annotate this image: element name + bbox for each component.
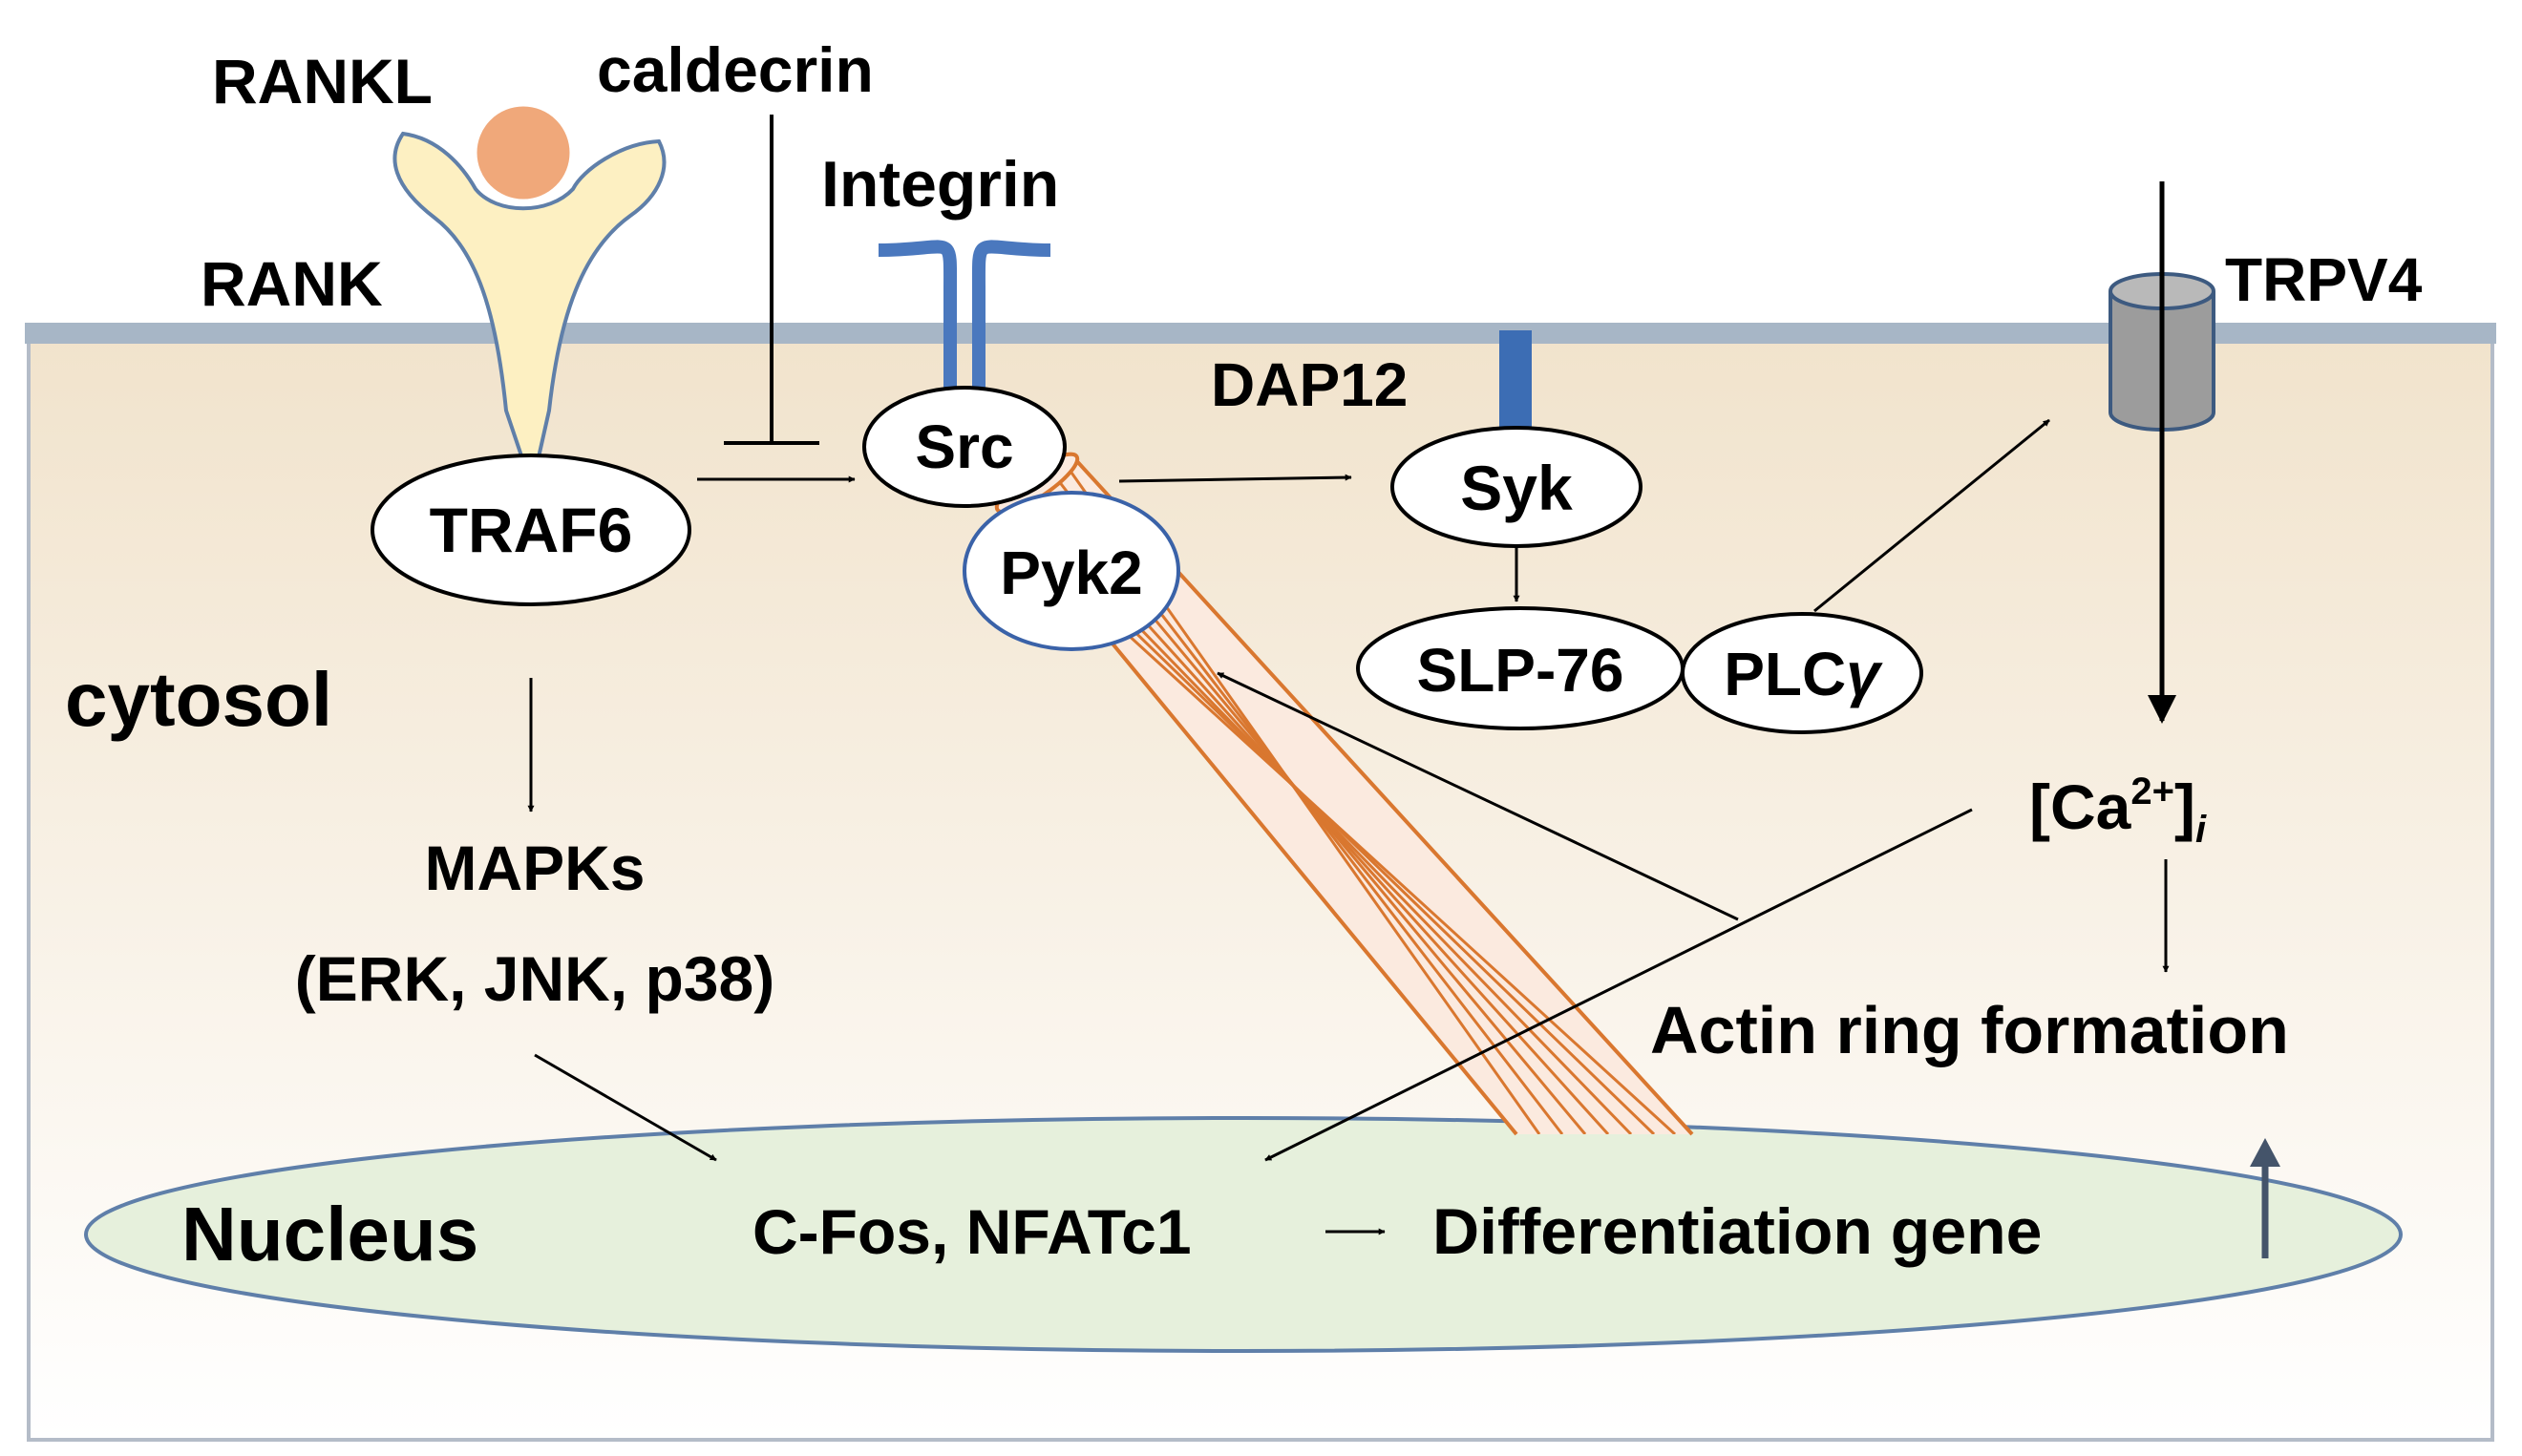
rank-label: RANK xyxy=(201,248,383,319)
mapks-members-label: (ERK, JNK, p38) xyxy=(295,943,774,1014)
pyk2-label: Pyk2 xyxy=(1000,538,1142,607)
caldecrin-inhibition xyxy=(724,115,819,445)
cfos-nfatc1-label: C-Fos, NFATc1 xyxy=(752,1196,1192,1267)
mapks-label: MAPKs xyxy=(424,833,645,903)
integrin-receptor xyxy=(878,240,1051,391)
slp76-label: SLP-76 xyxy=(1417,636,1624,705)
plc-gamma-label: PLCγ xyxy=(1724,640,1883,708)
rankl-label: RANKL xyxy=(212,46,433,116)
integrin-label: Integrin xyxy=(821,148,1059,221)
cytosol-label: cytosol xyxy=(65,657,332,742)
signal-arrows xyxy=(527,418,2170,1235)
rankl-ligand xyxy=(474,103,573,202)
trpv4-label: TRPV4 xyxy=(2225,245,2423,314)
differentiation-gene-label: Differentiation gene xyxy=(1432,1195,2043,1268)
rank-receptor xyxy=(392,131,667,495)
nucleus-label: Nucleus xyxy=(181,1192,478,1277)
traf6-label: TRAF6 xyxy=(430,495,633,565)
calcium-label: [Ca2+]i xyxy=(2029,770,2207,851)
src-label: Src xyxy=(915,412,1013,481)
plc-gamma-node xyxy=(1681,612,1923,734)
actin-ring-label: Actin ring formation xyxy=(1650,993,2289,1067)
dap12-adaptor xyxy=(1499,330,1532,435)
caldecrin-label: caldecrin xyxy=(597,34,874,105)
upregulation-arrow xyxy=(2250,1138,2280,1258)
syk-label: Syk xyxy=(1460,453,1573,523)
plasma-membrane xyxy=(25,323,2496,344)
traf6-node xyxy=(371,454,691,606)
src-node xyxy=(862,386,1067,508)
nucleus xyxy=(84,1116,2403,1353)
pyk2-node xyxy=(963,491,1180,651)
dap12-label: DAP12 xyxy=(1211,350,1408,419)
